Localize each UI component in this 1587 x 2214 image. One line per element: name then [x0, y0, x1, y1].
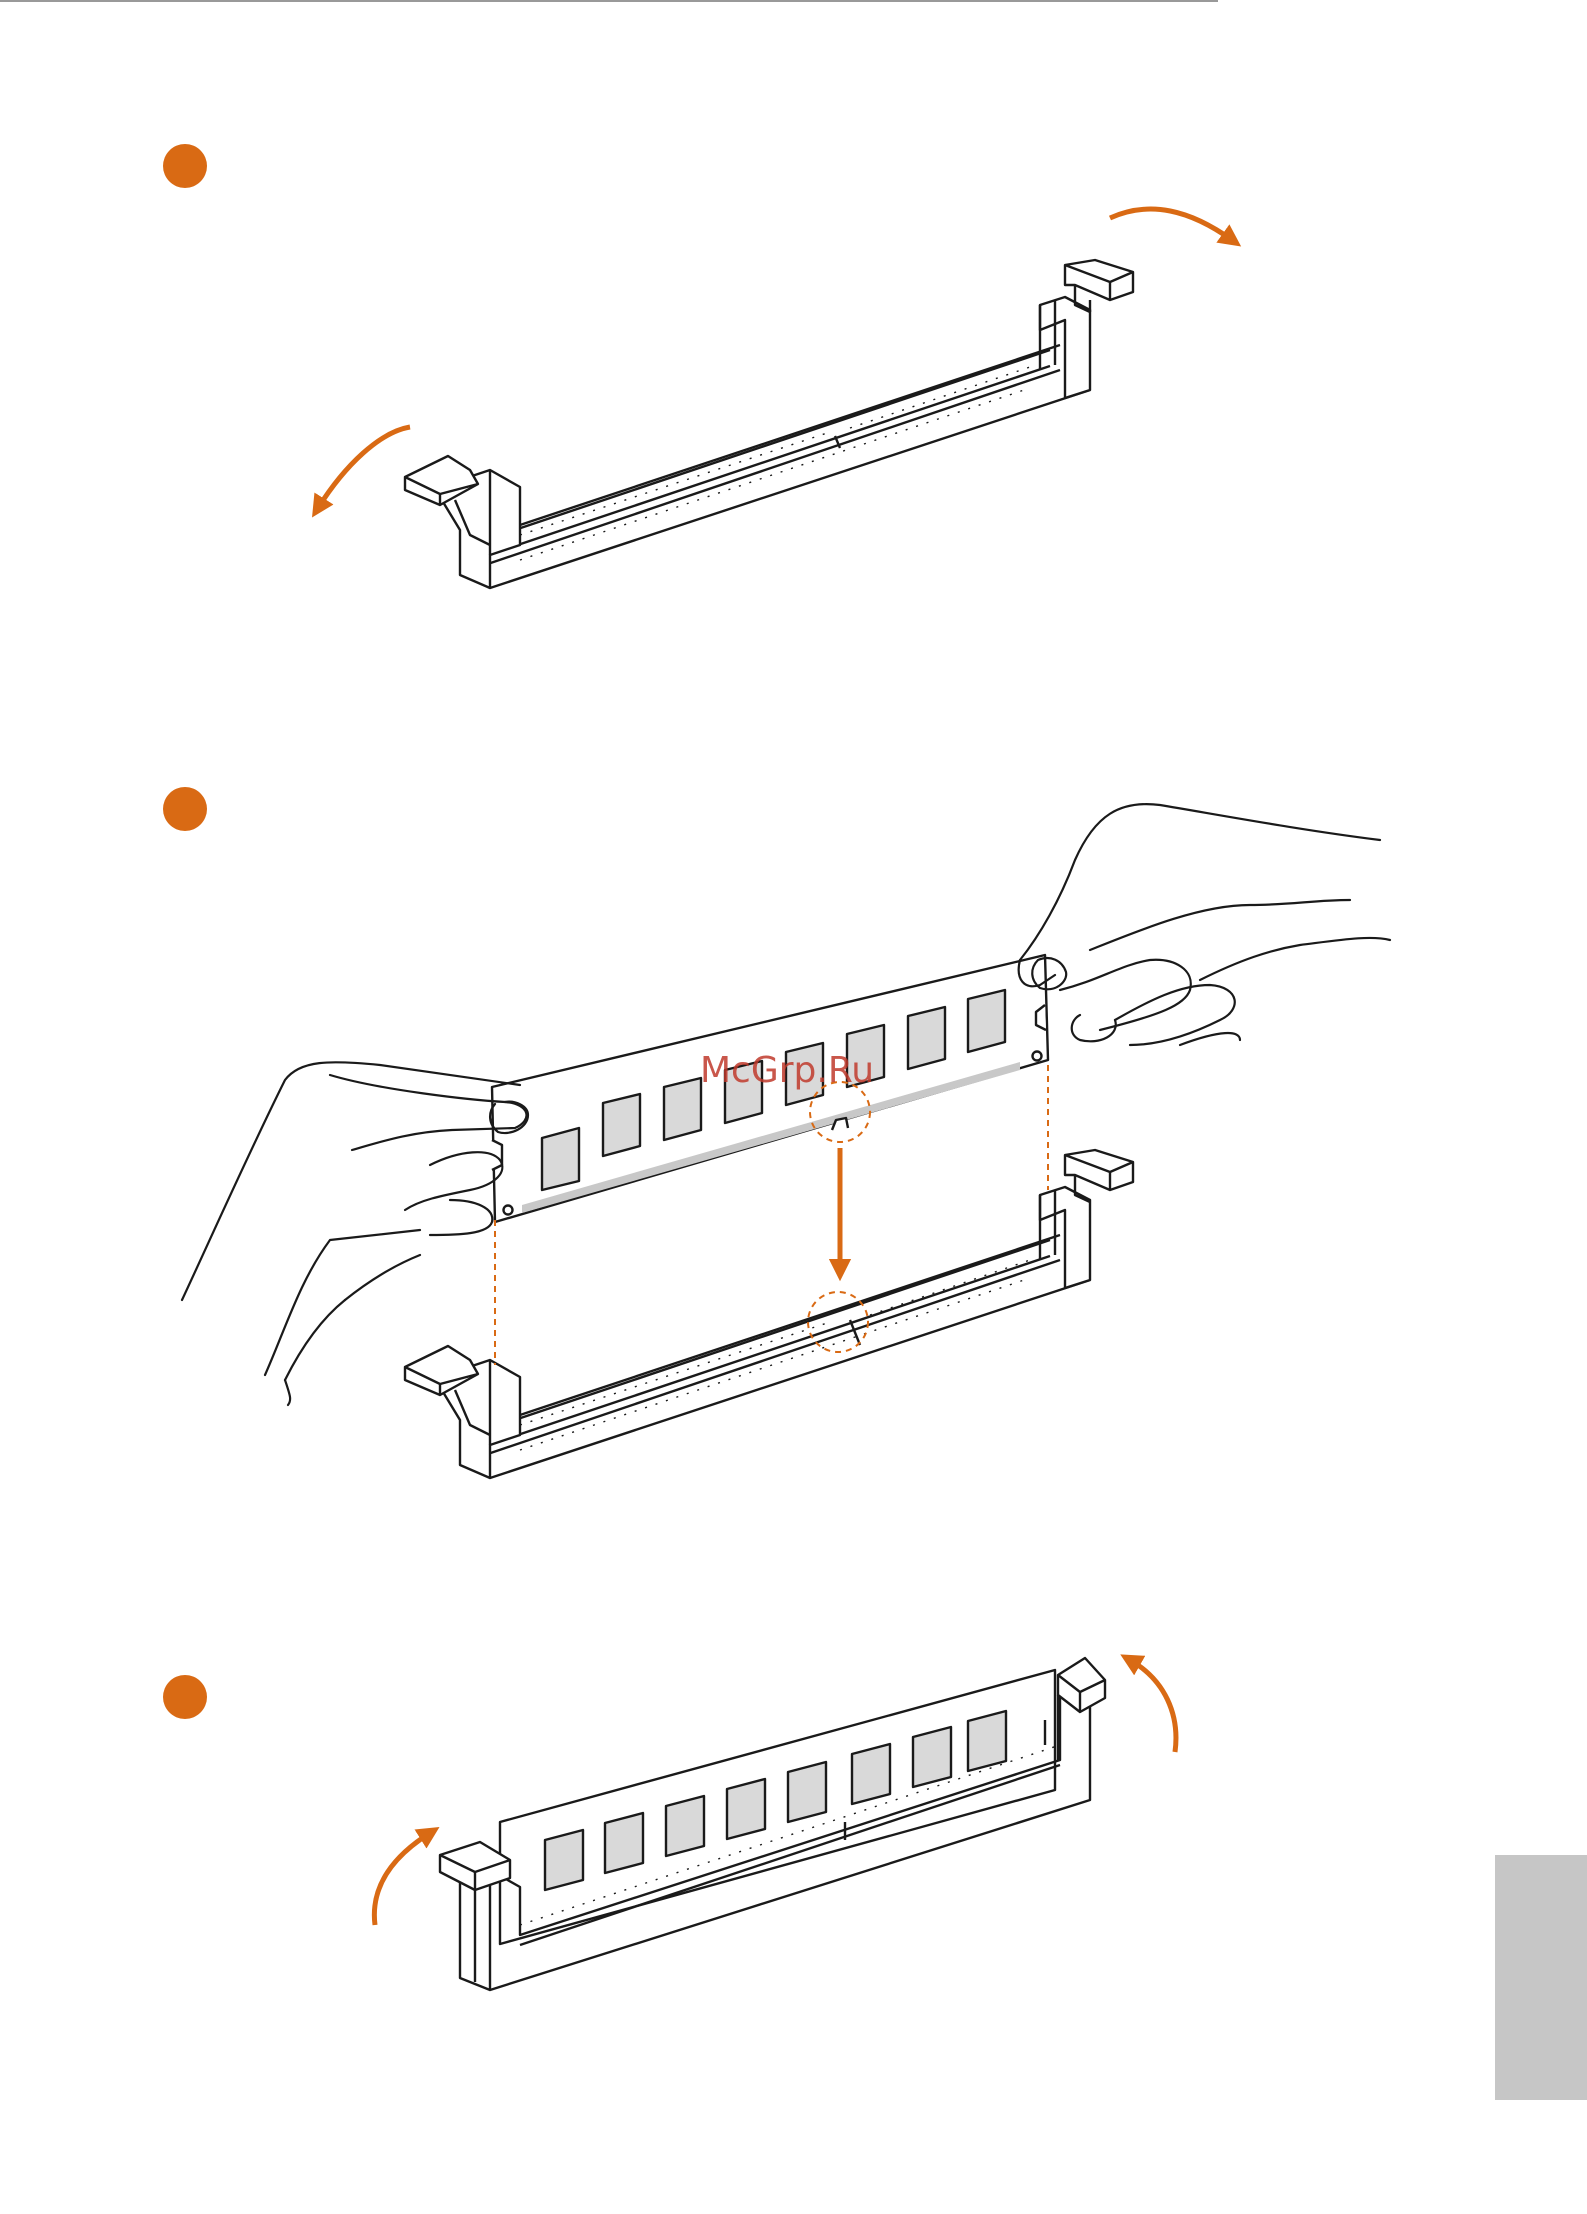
step-1-marker — [163, 144, 207, 188]
step-3-arrow-right — [1130, 1660, 1176, 1752]
step-1-arrow-right — [1110, 209, 1232, 240]
step-3-marker — [163, 1675, 207, 1719]
step-1-arrow-left — [318, 427, 410, 508]
step-3-arrow-left — [374, 1833, 430, 1925]
side-tab — [1495, 1855, 1587, 2100]
watermark: McGrp.Ru — [700, 1050, 874, 1091]
step-1-slot-illustration — [405, 260, 1133, 588]
step-2-marker — [163, 787, 207, 831]
step-3-installed-module — [440, 1658, 1105, 1990]
